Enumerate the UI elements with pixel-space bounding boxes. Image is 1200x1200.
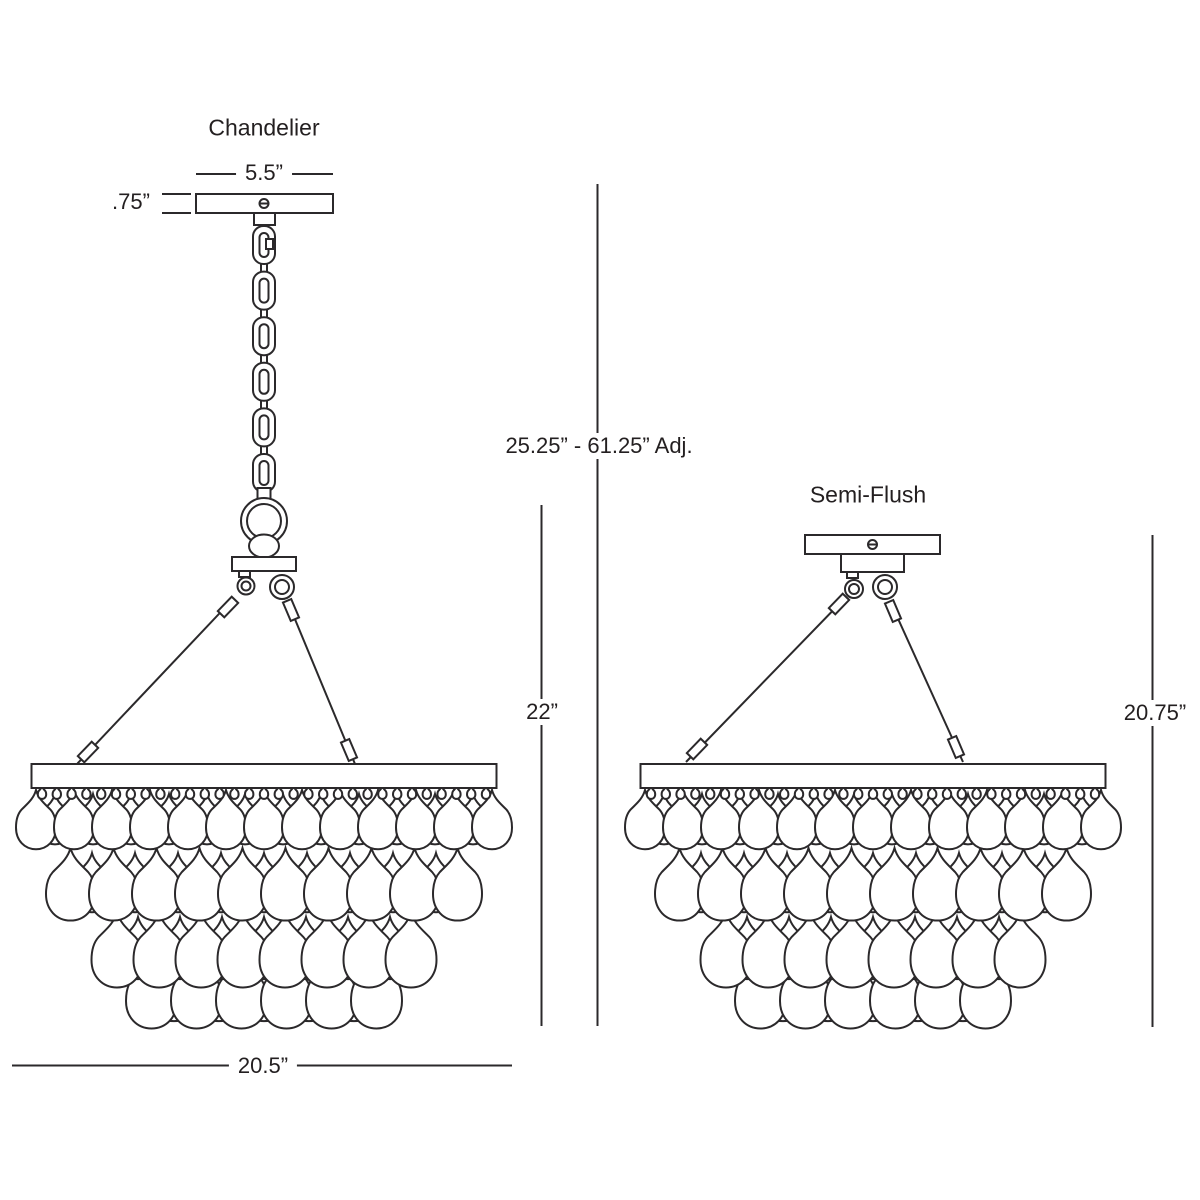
canopy-height-label: .75” [112,189,150,214]
semi-flush-title: Semi-Flush [809,481,927,508]
chandelier-height-label: 22” [517,699,567,725]
chandelier-drawing [14,193,514,1028]
semi-flush-cables [685,592,966,763]
semi-flush-canopy [804,534,941,600]
chandelier-title: Chandelier [208,114,320,141]
finial-ball [248,533,280,559]
chandelier-drum-and-drops [14,763,514,1028]
canopy-width-label: 5.5” [236,160,292,186]
chandelier-canopy [195,193,334,226]
canopy-stem [253,212,276,226]
chandelier-cables [76,595,359,765]
semi-flush-height-label: 20.75” [1114,700,1196,726]
fixture-width-label: 20.5” [228,1053,298,1079]
mounting-block [840,553,905,573]
semi-flush-drawing [623,534,1123,1028]
hanging-chain [252,225,276,493]
hang-ring-assembly [231,487,297,600]
semi-flush-drum-and-drops [623,763,1123,1028]
adjustable-height-label: 25.25” - 61.25” Adj. [496,433,702,459]
hub-bar [231,556,297,572]
